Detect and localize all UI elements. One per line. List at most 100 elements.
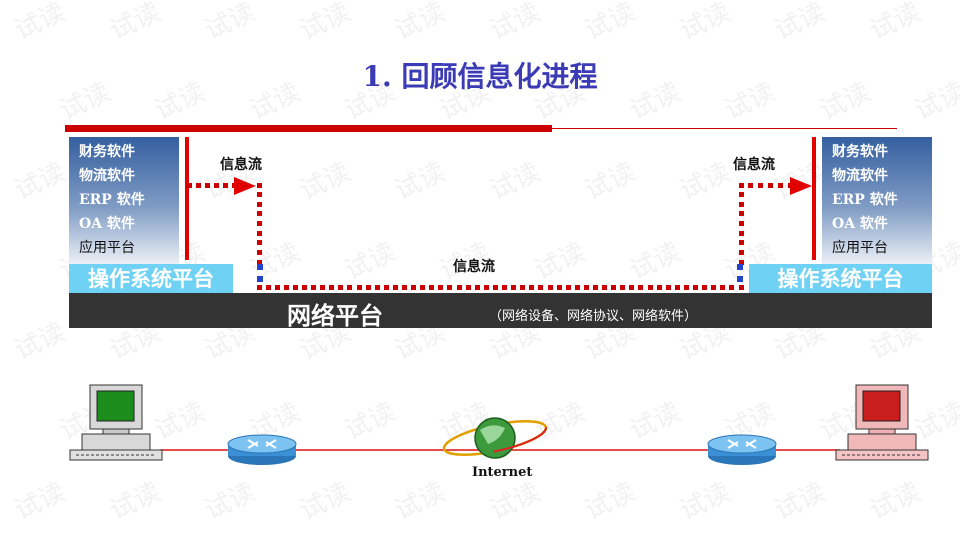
- flow-dot: [777, 182, 783, 188]
- network-topology: [69, 384, 929, 465]
- flow-dot: [738, 240, 744, 246]
- flow-dot: [329, 284, 335, 290]
- internet-label: Internet: [472, 465, 533, 480]
- right-computer-icon: [835, 384, 929, 461]
- flow-dot: [638, 284, 644, 290]
- flow-dot: [602, 284, 608, 290]
- watermark-text: 试读: [245, 237, 305, 286]
- watermark-text: 试读: [295, 157, 355, 206]
- left-red-bar: [185, 137, 189, 260]
- left-item-logistics: 物流软件: [79, 168, 135, 184]
- flow-dot: [656, 284, 662, 290]
- right-red-bar: [812, 137, 816, 260]
- left-flow-marker-upper: [257, 264, 263, 270]
- flow-dot: [456, 284, 462, 290]
- watermark-text: 试读: [675, 157, 735, 206]
- flow-dot: [738, 259, 744, 265]
- flow-dot: [738, 182, 744, 188]
- left-item-oa: OA 软件: [79, 216, 135, 232]
- network-platform-bar: 网络平台 （网络设备、网络协议、网络软件）: [69, 293, 932, 330]
- flow-dot: [711, 284, 717, 290]
- flow-dot: [213, 182, 219, 188]
- left-item-app-platform: 应用平台: [79, 240, 135, 256]
- watermark-text: 试读: [10, 157, 70, 206]
- flow-dot: [502, 284, 508, 290]
- flow-dot: [492, 284, 498, 290]
- flow-dot: [738, 211, 744, 217]
- watermark-text: 试读: [340, 237, 400, 286]
- flow-dot: [738, 284, 744, 290]
- flow-dot: [738, 192, 744, 198]
- flow-dot: [629, 284, 635, 290]
- flow-dot: [674, 284, 680, 290]
- flow-dot: [256, 211, 262, 217]
- flow-dot: [565, 284, 571, 290]
- flow-dot: [186, 182, 192, 188]
- flow-dot: [529, 284, 535, 290]
- right-flow-label: 信息流: [733, 157, 775, 173]
- flow-dot: [574, 284, 580, 290]
- flow-dot: [474, 284, 480, 290]
- left-flow-arrow-icon: [234, 177, 256, 195]
- flow-dot: [438, 284, 444, 290]
- flow-dot: [483, 284, 489, 290]
- flow-dot: [729, 284, 735, 290]
- flow-dot: [683, 284, 689, 290]
- right-item-logistics: 物流软件: [832, 168, 888, 184]
- right-item-app-platform: 应用平台: [832, 240, 888, 256]
- flow-dot: [265, 284, 271, 290]
- flow-dot: [647, 284, 653, 290]
- flow-dot: [511, 284, 517, 290]
- flow-dot: [365, 284, 371, 290]
- network-platform-detail: （网络设备、网络协议、网络软件）: [489, 309, 698, 324]
- watermark-text: 试读: [580, 157, 640, 206]
- right-router-icon: [707, 434, 777, 465]
- left-software-panel: 财务软件 物流软件 ERP 软件 OA 软件 应用平台: [69, 137, 179, 265]
- left-flow-label: 信息流: [220, 157, 262, 173]
- flow-dot: [402, 284, 407, 290]
- left-item-erp: ERP 软件: [79, 192, 145, 208]
- flow-dot: [592, 284, 598, 290]
- flow-dot: [447, 284, 453, 290]
- flow-dot: [256, 240, 262, 246]
- network-platform-label: 网络平台: [287, 301, 383, 330]
- flow-dot: [338, 284, 344, 290]
- flow-dot: [538, 284, 544, 290]
- watermark-text: 试读: [530, 237, 590, 286]
- flow-dot: [256, 182, 262, 188]
- flow-dot: [222, 182, 228, 188]
- right-os-platform: 操作系统平台: [749, 264, 932, 293]
- flow-dot: [256, 284, 262, 290]
- flow-dot: [195, 182, 201, 188]
- watermark-text: 试读: [675, 0, 735, 46]
- title-underline-bar: [65, 125, 552, 132]
- flow-dot: [392, 284, 398, 290]
- right-item-erp: ERP 软件: [832, 192, 898, 208]
- flow-dot: [256, 201, 262, 207]
- flow-dot: [429, 284, 435, 290]
- watermark-text: 试读: [390, 157, 450, 206]
- left-router-icon: [227, 434, 297, 465]
- flow-dot: [311, 284, 317, 290]
- internet-globe-icon: [442, 417, 548, 459]
- watermark-text: 试读: [865, 0, 925, 46]
- flow-dot: [292, 284, 298, 290]
- flow-dot: [320, 284, 326, 290]
- watermark-text: 试读: [625, 237, 685, 286]
- watermark-text: 试读: [390, 0, 450, 46]
- flow-dot: [702, 284, 708, 290]
- flow-dot: [347, 284, 353, 290]
- flow-dot: [620, 284, 626, 290]
- watermark-text: 试读: [485, 157, 545, 206]
- right-software-panel: 财务软件 物流软件 ERP 软件 OA 软件 应用平台: [822, 137, 932, 265]
- flow-dot: [767, 182, 773, 188]
- flow-dot: [738, 201, 744, 207]
- watermark-text: 试读: [10, 317, 70, 366]
- flow-dot: [693, 284, 699, 290]
- right-item-oa: OA 软件: [832, 216, 888, 232]
- flow-dot: [583, 284, 589, 290]
- flow-dot: [758, 182, 764, 188]
- flow-dot: [256, 259, 262, 265]
- right-flow-marker-lower: [737, 276, 743, 282]
- right-flow-arrow-icon: [790, 177, 812, 195]
